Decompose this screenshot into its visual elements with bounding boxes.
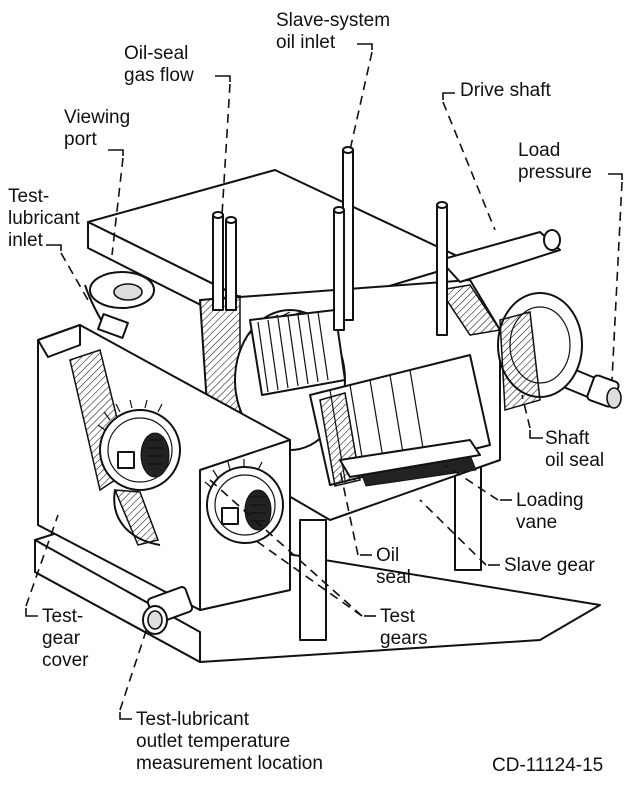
test-gear-upper bbox=[97, 399, 181, 491]
outlet-temperature-fitting bbox=[142, 586, 194, 635]
test-gear-lower bbox=[204, 459, 284, 544]
label-drive-shaft: Drive shaft bbox=[460, 80, 551, 101]
label-slave-gear: Slave gear bbox=[504, 555, 595, 576]
drive-shaft bbox=[439, 231, 561, 283]
figure-code: CD-11124-15 bbox=[492, 755, 604, 776]
pipes bbox=[212, 146, 448, 336]
front-support bbox=[299, 519, 327, 641]
leader-lines bbox=[25, 43, 623, 720]
cover-gear-arc bbox=[113, 489, 161, 546]
